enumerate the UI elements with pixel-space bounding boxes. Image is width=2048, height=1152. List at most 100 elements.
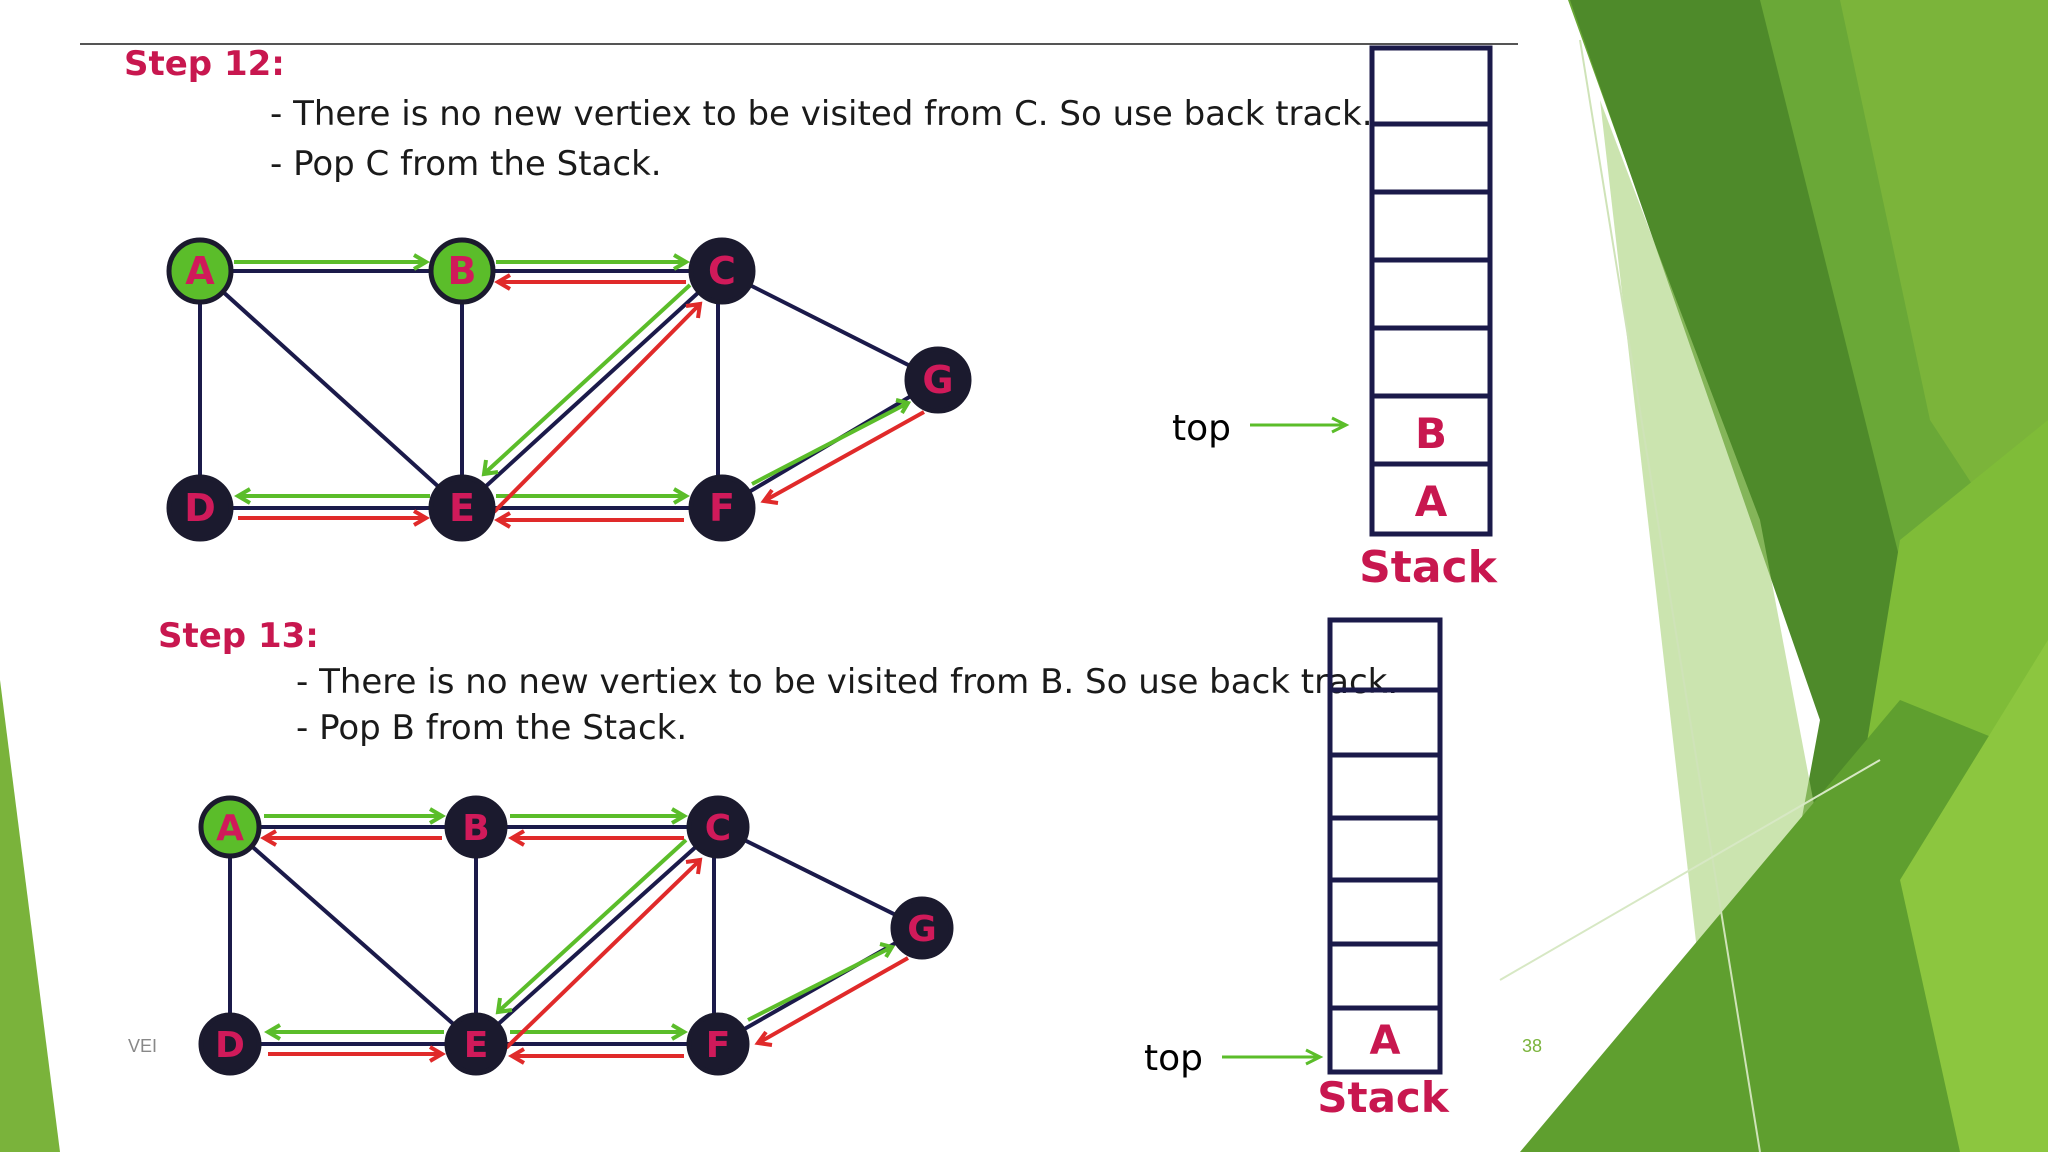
node-F: F [686, 1012, 750, 1076]
forward-arrows [234, 253, 912, 505]
top-pointer-arrow [1222, 1048, 1324, 1066]
node-B: B [444, 795, 508, 859]
arrow-forward [496, 487, 690, 505]
arrow-backtrack [754, 956, 909, 1047]
node-C-label: C [705, 808, 731, 849]
stack-frame [1369, 45, 1493, 537]
edge-A-E [228, 825, 478, 1046]
stack-step12: B A Stack top [1172, 45, 1499, 593]
node-G: G [904, 346, 972, 414]
node-B-circle [428, 237, 496, 305]
node-D-circle [166, 474, 234, 542]
node-F-circle [686, 1012, 750, 1076]
arrow-forward [234, 253, 430, 271]
top-pointer-label: top [1172, 408, 1231, 449]
bg-green-shape [1840, 0, 2048, 600]
stack-label: Stack [1317, 1073, 1450, 1122]
stack-item: B [1415, 409, 1447, 458]
node-C-circle [686, 795, 750, 859]
top-pointer-arrow [1250, 416, 1350, 434]
node-C-circle [688, 237, 756, 305]
node-B: B [428, 237, 496, 305]
node-A-label: A [216, 808, 244, 849]
stack-frame [1327, 617, 1443, 1075]
arrow-forward [234, 487, 430, 505]
node-E-label: E [464, 1025, 489, 1066]
arrow-forward [481, 283, 692, 477]
arrow-backtrack [494, 511, 684, 529]
arrow-backtrack [504, 857, 703, 1050]
node-C-label: C [708, 249, 736, 293]
node-F-label: F [709, 486, 735, 530]
node-D-label: D [215, 1025, 245, 1066]
node-D: D [198, 1012, 262, 1076]
arrow-backtrack [238, 509, 430, 527]
graph-nodes: A B C D E F G [166, 237, 972, 542]
node-E: E [428, 474, 496, 542]
step13-bullet-2: - Pop B from the Stack. [296, 708, 688, 748]
graph-edges [228, 825, 923, 1046]
step13-title: Step 13: [158, 616, 319, 656]
node-A: A [166, 237, 234, 305]
forward-arrows [264, 807, 896, 1041]
node-E-circle [444, 1012, 508, 1076]
node-E: E [444, 1012, 508, 1076]
arrow-forward [496, 253, 690, 271]
arrow-forward [751, 398, 912, 486]
edge-C-G [717, 825, 923, 930]
node-F-label: F [706, 1025, 731, 1066]
arrow-forward [495, 838, 688, 1015]
node-E-circle [428, 474, 496, 542]
node-G-label: G [907, 909, 937, 950]
edge-A-E [198, 269, 464, 510]
arrow-backtrack [760, 410, 925, 505]
edge-C-E [460, 269, 724, 510]
top-pointer-label: top [1144, 1038, 1203, 1079]
node-A-circle [166, 237, 234, 305]
step12-title: Step 12: [124, 44, 285, 84]
stack-label: Stack [1359, 542, 1498, 593]
arrow-backtrack [260, 829, 442, 847]
node-B-circle [444, 795, 508, 859]
edge-C-E [474, 825, 720, 1046]
arrow-forward [264, 807, 446, 825]
arrow-forward [510, 807, 688, 825]
node-B-label: B [448, 249, 477, 293]
backtrack-arrows [238, 273, 925, 529]
node-A-circle [198, 795, 262, 859]
arrow-backtrack [508, 829, 684, 847]
step12-bullet-2: - Pop C from the Stack. [270, 144, 662, 184]
slide-number: 38 [1522, 1036, 1543, 1056]
bg-green-shape [0, 680, 60, 1152]
arrow-forward [747, 942, 896, 1022]
arrow-backtrack [268, 1045, 446, 1063]
node-G-circle [890, 896, 954, 960]
node-A-label: A [185, 249, 215, 293]
footer-left-text: VEI [128, 1036, 158, 1056]
step12-bullet-1: - There is no new vertiex to be visited … [270, 94, 1373, 134]
node-C: C [688, 237, 756, 305]
node-D-label: D [184, 486, 216, 530]
arrow-backtrack [494, 273, 686, 291]
arrow-forward [264, 1023, 444, 1041]
arrow-backtrack [492, 301, 703, 514]
stack-step13: A Stack top [1144, 617, 1450, 1122]
bg-green-shape [1520, 700, 2048, 1152]
node-F: F [688, 474, 756, 542]
node-G-circle [904, 346, 972, 414]
arrow-forward [510, 1023, 688, 1041]
step13-bullet-1: - There is no new vertiex to be visited … [296, 662, 1399, 702]
node-C: C [686, 795, 750, 859]
stack-item: A [1370, 1018, 1401, 1064]
bg-thin-line [1499, 759, 1881, 981]
node-E-label: E [449, 486, 475, 530]
bg-thin-line [1579, 39, 1761, 1152]
node-D: D [166, 474, 234, 542]
edge-C-G [721, 269, 939, 382]
node-B-label: B [462, 808, 489, 849]
node-F-circle [688, 474, 756, 542]
node-D-circle [198, 1012, 262, 1076]
node-G: G [890, 896, 954, 960]
